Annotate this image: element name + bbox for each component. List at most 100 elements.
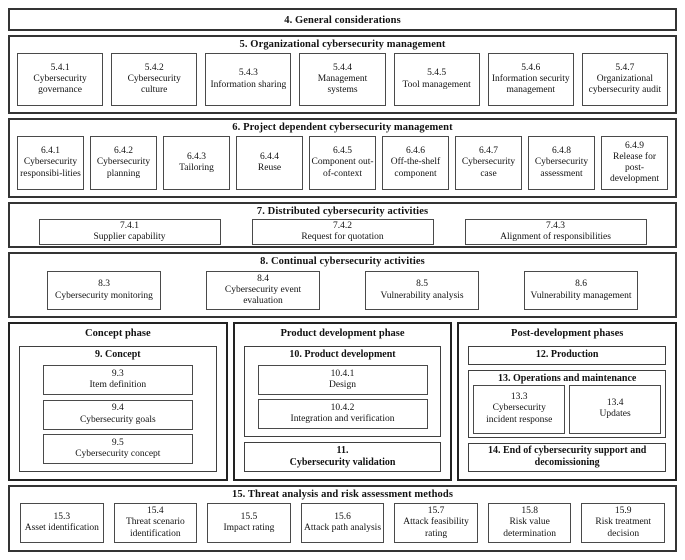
clause-number: 10.4.1 <box>330 368 355 379</box>
clause-number: 15.7 <box>427 506 445 517</box>
clause-number: 6.4.6 <box>406 146 425 157</box>
clause-number: 9.3 <box>111 369 124 380</box>
clause-label: Design <box>329 380 356 390</box>
clause-label: Cybersecurity incident response <box>486 403 553 425</box>
clause-box-12-production: 12. Production <box>468 346 667 365</box>
clause-number: 10.4.2 <box>330 402 355 413</box>
clause-number: 6.4.7 <box>479 146 498 157</box>
section-tara-methods: 15. Threat analysis and risk assessment … <box>8 485 677 552</box>
phase-title: Product development phase <box>280 328 405 339</box>
section-title: 4. General considerations <box>284 15 401 26</box>
clause-number: 8.6 <box>575 279 587 290</box>
clause-label: Attack path analysis <box>303 523 382 533</box>
clause-number: 6.4.1 <box>41 146 60 157</box>
clause-label: Alignment of responsibilities <box>500 232 611 243</box>
clause-number: 7.4.3 <box>546 221 565 231</box>
clause-label: Request for quotation <box>301 232 384 243</box>
clause-number: 8.3 <box>98 279 110 290</box>
clause-number: 11. <box>336 445 349 456</box>
clause-label: Vulnerability analysis <box>380 290 464 301</box>
clause-number: 5.4.1 <box>50 62 70 73</box>
group-title: 13. Operations and maintenance <box>498 372 637 384</box>
clause-label: Integration and verification <box>290 414 395 424</box>
clause-label: Cybersecurity culture <box>127 73 181 96</box>
clause-box-11-validation: 11. Cybersecurity validation <box>243 442 442 472</box>
clause-label: Updates <box>599 409 631 419</box>
clause-label: Information security management <box>491 73 570 96</box>
clause-number: 13.3 <box>510 392 528 403</box>
clause-number: 6.4.9 <box>625 140 644 151</box>
clause-label: Cybersecurity concept <box>75 448 161 459</box>
clause-label: Cybersecurity goals <box>79 414 156 425</box>
group-title: 10. Product development <box>289 349 396 360</box>
clause-label: Cybersecurity validation <box>289 457 396 468</box>
clause-label: Risk value determination <box>503 517 557 539</box>
clause-number: 9.4 <box>111 403 124 414</box>
clause-number: 5.4.7 <box>615 62 635 73</box>
clause-label: Tool management <box>402 79 471 90</box>
clause-number: 5.4.3 <box>238 68 258 79</box>
phase-column-product-development: Product development phase 10. Product de… <box>232 322 453 481</box>
clause-label: Release for post-development <box>609 151 660 185</box>
clause-label: Management systems <box>317 73 368 96</box>
clause-label: Attack feasibility rating <box>403 517 469 539</box>
clause-number: 15.3 <box>53 511 71 522</box>
clause-number: 8.4 <box>257 273 269 284</box>
clause-number: 5.4.4 <box>332 62 352 73</box>
clause-number: 9.5 <box>111 437 124 448</box>
clause-number: 8.5 <box>416 279 428 290</box>
section-distributed-activities: 7. Distributed cybersecurity activities … <box>8 202 677 248</box>
section-continual-activities: 8. Continual cybersecurity activities 8.… <box>8 252 677 318</box>
clause-label: Cybersecurity planning <box>96 157 151 179</box>
phase-title: Post-development phases <box>511 328 624 339</box>
clause-number: 6.4.5 <box>333 146 352 157</box>
clause-label: 12. Production <box>535 349 599 361</box>
clause-label: Asset identification <box>24 523 99 533</box>
section-project-management: 6. Project dependent cybersecurity manag… <box>8 118 677 198</box>
clause-label: Component out-of-context <box>311 157 374 179</box>
clause-label: Reuse <box>257 163 282 173</box>
clause-number: 5.4.2 <box>144 62 164 73</box>
clause-label: Organizational cybersecurity audit <box>588 73 662 96</box>
clause-label: 14. End of cybersecurity support and dec… <box>488 445 647 469</box>
phase-title: Concept phase <box>85 328 151 339</box>
section-organizational-management: 5. Organizational cybersecurity manageme… <box>8 35 677 114</box>
clause-number: 6.4.4 <box>260 151 279 162</box>
